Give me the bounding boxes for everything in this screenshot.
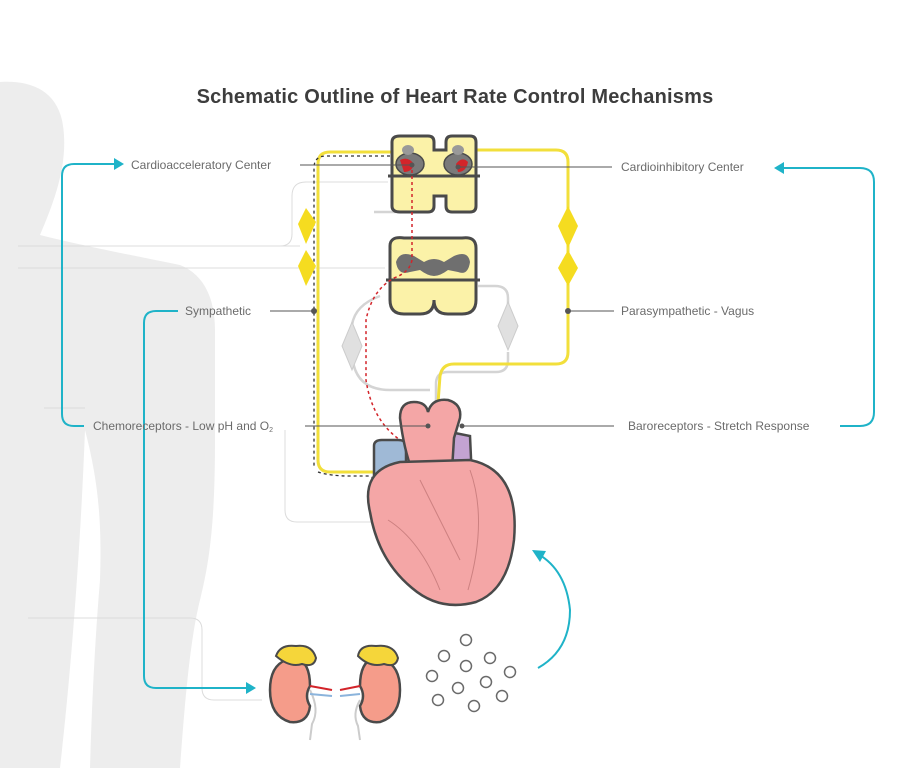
sympathetic-ganglion-1 [298,208,316,244]
cardioinhibitory-center-label: Cardioinhibitory Center [621,160,744,174]
sympathetic-label: Sympathetic [185,304,252,318]
connector-dots [311,162,571,429]
vagus-ganglion-1 [558,206,578,248]
arrow-heads [114,158,784,694]
sympathetic-ganglion-2 [298,250,316,286]
medulla-segment [388,134,480,214]
label-connectors [270,164,614,427]
page-title: Schematic Outline of Heart Rate Control … [196,86,714,108]
hormone-molecules [425,633,517,713]
heart [366,398,516,607]
chemoreceptors-text: Chemoreceptors - Low pH and O [93,419,270,433]
vagus-ganglion-2 [558,250,578,286]
body-silhouette [0,81,215,768]
chemoreceptors-subscript: 2 [269,427,273,434]
parasympathetic-vagus-label: Parasympathetic - Vagus [621,304,755,318]
kidney-left [268,644,333,741]
grey-ganglion-right [497,300,519,352]
body-guide-lines [18,181,388,701]
kidney-right [339,644,402,741]
grey-ganglion-left [341,320,363,372]
baroreceptors-label: Baroreceptors - Stretch Response [628,419,810,433]
cardioacceleratory-center-label: Cardioacceleratory Center [131,158,272,172]
feedback-arrows [61,163,875,689]
chemoreceptors-label: Chemoreceptors - Low pH and O2 [93,419,273,438]
